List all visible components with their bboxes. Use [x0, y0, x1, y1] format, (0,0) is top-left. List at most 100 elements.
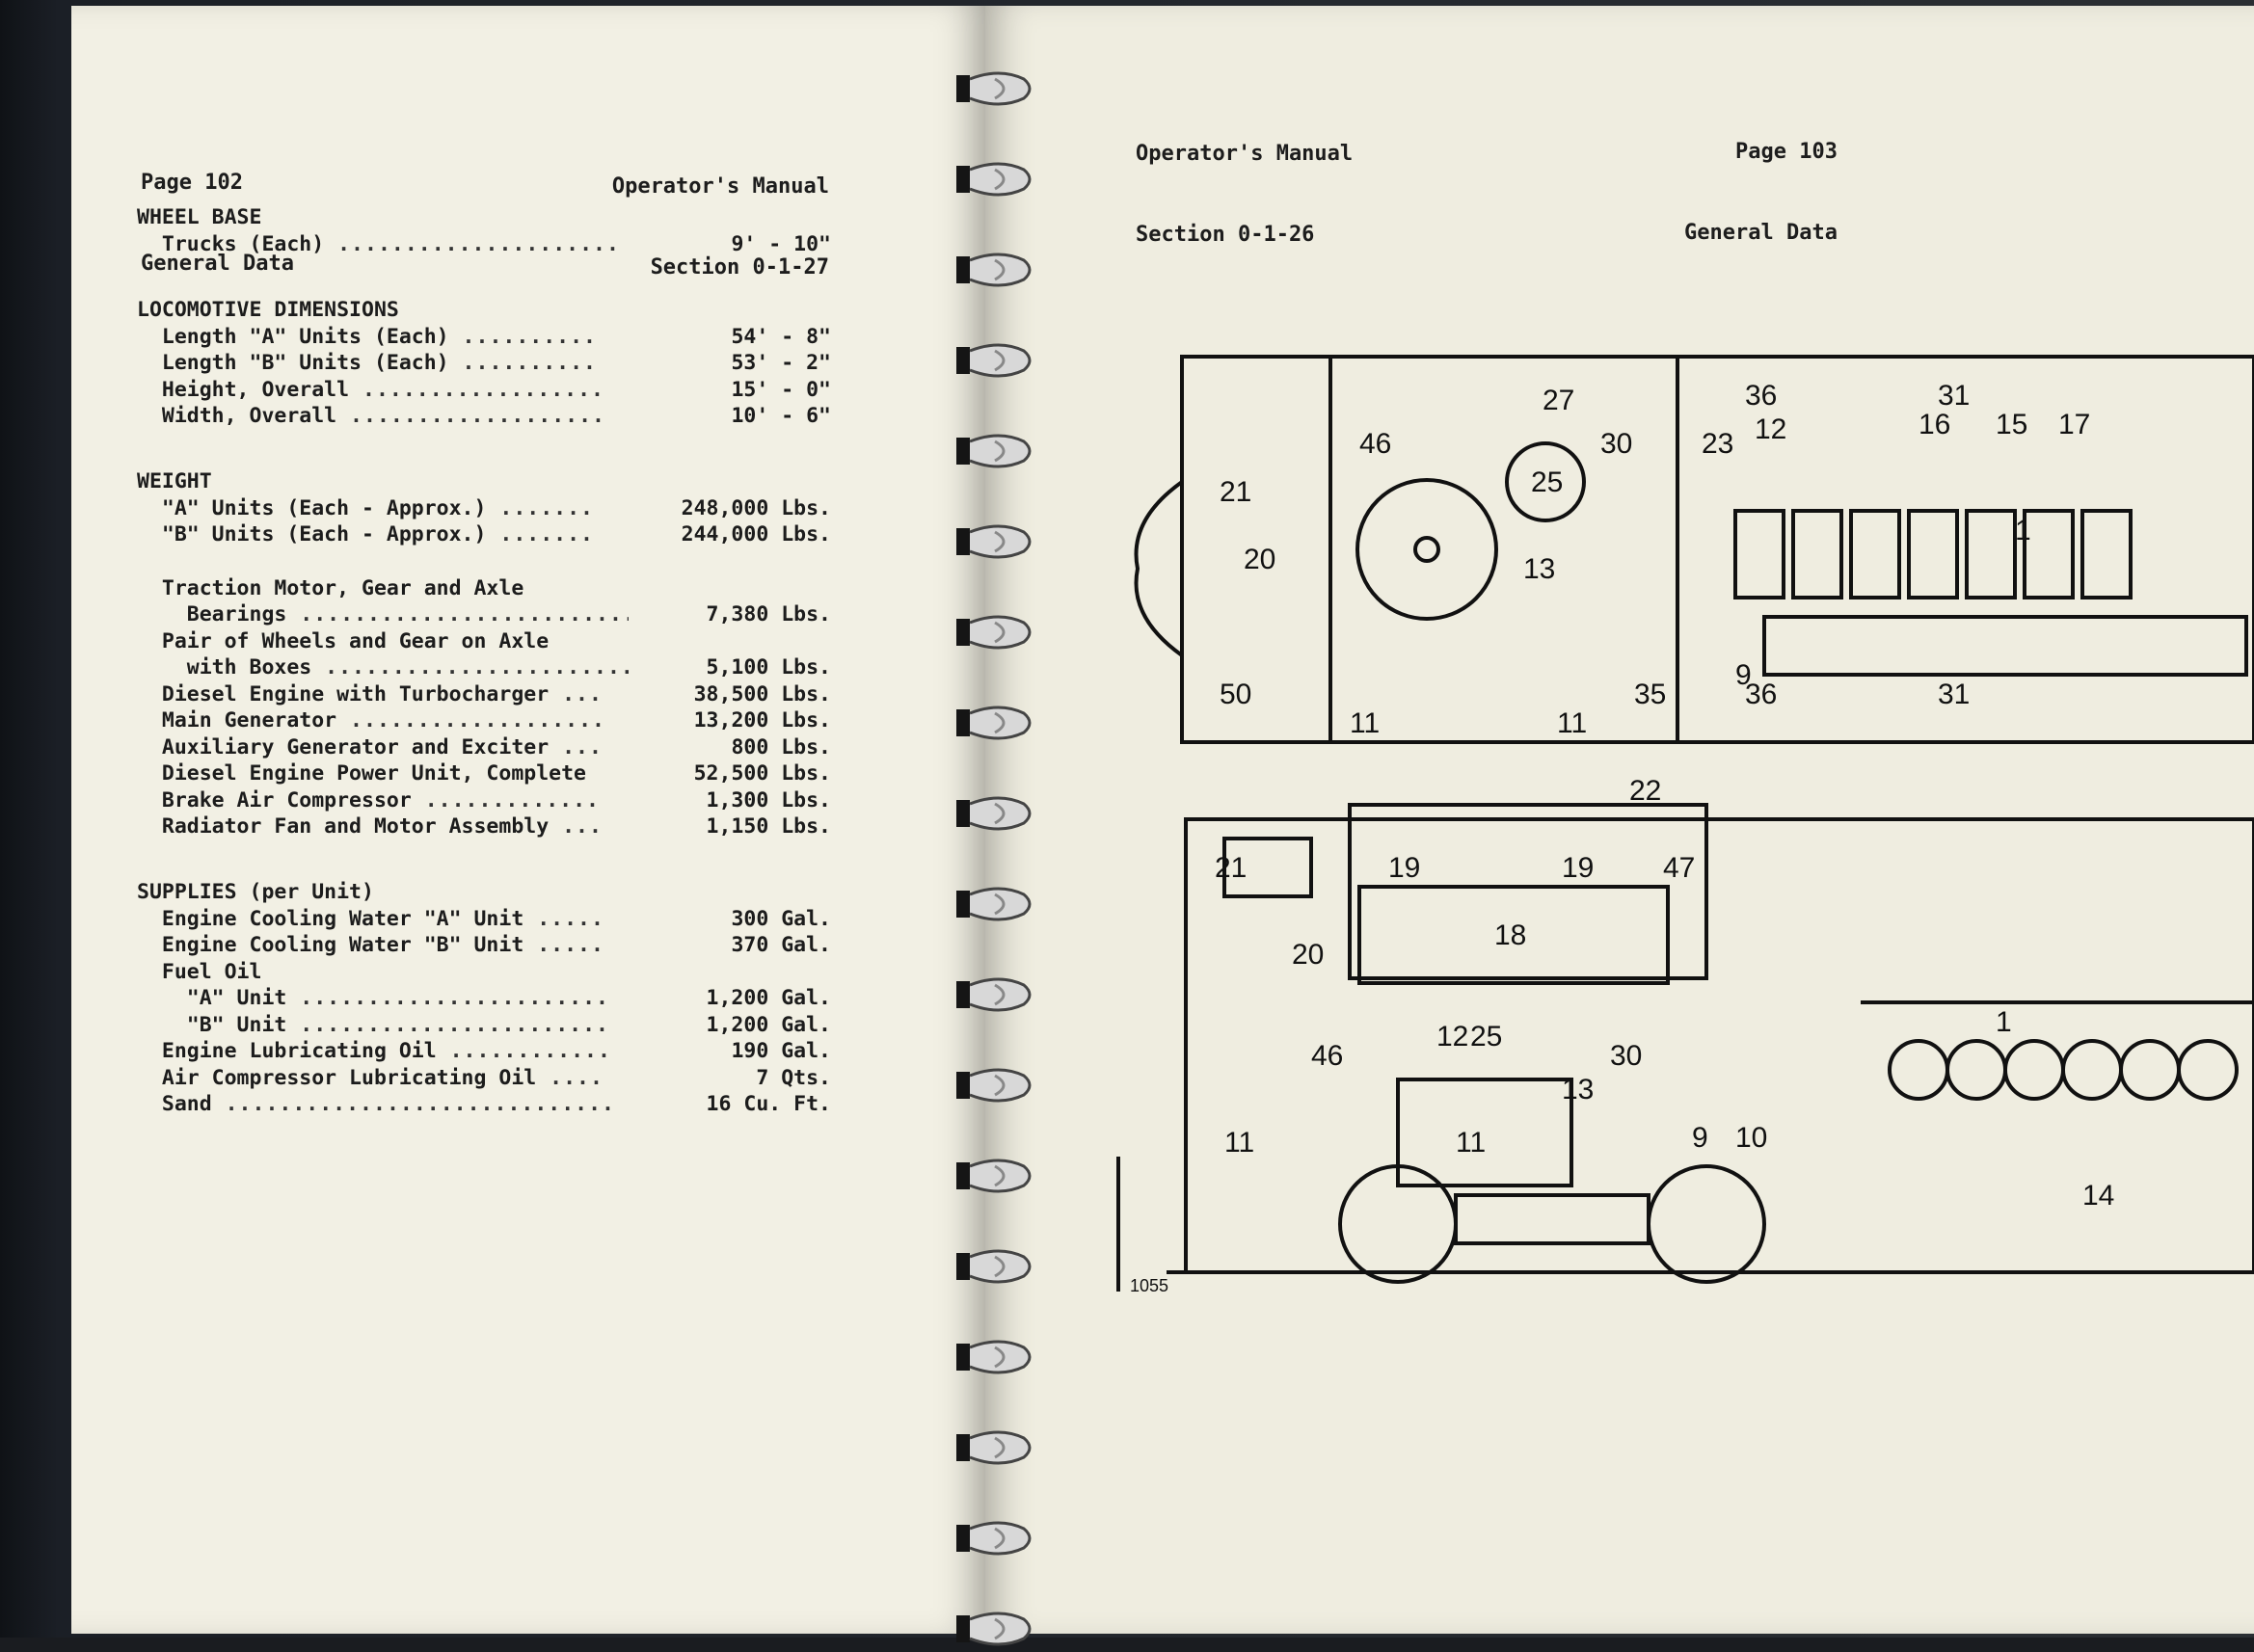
plan-callout: 36	[1745, 380, 1777, 412]
plan-callout: 50	[1220, 679, 1251, 710]
right-page-section-name: General Data	[1684, 221, 1838, 245]
elevation-callout: 14	[2082, 1180, 2114, 1212]
truck-assembly	[1338, 1164, 1766, 1284]
data-row: Main Generator ...................13,200…	[137, 708, 831, 733]
elevation-callout: 21	[1215, 852, 1247, 884]
data-row: Height, Overall ..................15' - …	[137, 377, 831, 402]
data-row: "B" Units (Each - Approx.) .......244,00…	[137, 522, 831, 546]
data-row: Length "A" Units (Each) ..........54' - …	[137, 324, 831, 349]
binding-ring	[956, 704, 1043, 742]
left-manual-title: Operator's Manual	[611, 174, 829, 199]
binding-ring	[956, 1247, 1043, 1286]
binding-ring	[956, 794, 1043, 833]
elevation-callout: 22	[1629, 775, 1661, 807]
plan-callout: 11	[1350, 707, 1380, 739]
binding-ring	[956, 432, 1043, 470]
data-row: Auxiliary Generator and Exciter ...800 L…	[137, 734, 831, 759]
plan-callout: 27	[1543, 385, 1574, 416]
plan-callout: 23	[1702, 428, 1733, 460]
data-row: Brake Air Compressor .............1,300 …	[137, 787, 831, 813]
elevation-callout: 11	[1224, 1127, 1254, 1159]
elevation-callout: 19	[1388, 852, 1420, 884]
plan-callout: 31	[1938, 380, 1970, 412]
data-row: Width, Overall ...................10' - …	[137, 404, 831, 428]
right-page-number: Page 103	[1735, 140, 1838, 164]
left-page-number: Page 102	[141, 171, 243, 195]
binding-ring	[956, 251, 1043, 289]
elevation-callout: 12	[1436, 1021, 1468, 1052]
general-data-list: WHEEL BASE Trucks (Each) ...............…	[137, 204, 831, 1118]
binding-ring	[956, 1066, 1043, 1105]
data-row: Length "B" Units (Each) ..........53' - …	[137, 351, 831, 375]
data-row: Fuel Oil	[137, 959, 262, 984]
plan-callout: 21	[1220, 476, 1251, 508]
plan-callout: 46	[1359, 428, 1391, 460]
plan-callout: 31	[1938, 679, 1970, 710]
plan-callout: 30	[1600, 428, 1632, 460]
engine-cylinders-plan	[1733, 509, 2133, 600]
binding-ring	[956, 160, 1043, 199]
plan-callout: 20	[1244, 544, 1275, 575]
binding-ring	[956, 1610, 1043, 1648]
data-row: Radiator Fan and Motor Assembly ...1,150…	[137, 814, 831, 839]
binding-ring	[956, 341, 1043, 380]
plan-callout: 17	[2058, 409, 2090, 440]
data-row: Engine Cooling Water "A" Unit .....300 G…	[137, 906, 831, 931]
plan-cab-nose	[1134, 480, 1184, 657]
elevation-callout: 11	[1456, 1127, 1486, 1159]
binding-ring	[956, 69, 1043, 108]
binding-ring	[956, 1157, 1043, 1195]
data-row: Traction Motor, Gear and Axle	[137, 575, 524, 600]
right-header-page-info: Page 103 General Data	[1591, 85, 1838, 274]
data-row: with Boxes .......................5,100 …	[137, 655, 831, 679]
elevation-callout: 9	[1692, 1122, 1708, 1154]
right-header-manual-info: Operator's Manual Section 0-1-26	[1136, 87, 1353, 276]
right-manual-title: Operator's Manual	[1136, 142, 1354, 166]
binding-ring	[956, 522, 1043, 561]
plan-view-body	[1180, 355, 2254, 744]
plan-callout: 16	[1919, 409, 1950, 440]
elevation-callout: 25	[1470, 1021, 1502, 1052]
data-row: Engine Lubricating Oil ............190 G…	[137, 1039, 831, 1063]
elevation-callout: 1	[1996, 1006, 2012, 1038]
plan-callout: 12	[1755, 413, 1786, 445]
plan-callout: 15	[1996, 409, 2027, 440]
binding-ring	[956, 1338, 1043, 1376]
figure-id: 1055	[1130, 1276, 1168, 1292]
elevation-callout: 18	[1494, 919, 1526, 951]
radiator-fan	[1355, 478, 1498, 621]
data-row: Air Compressor Lubricating Oil ....7 Qts…	[137, 1065, 831, 1090]
data-row: "A" Units (Each - Approx.) .......248,00…	[137, 495, 831, 520]
plan-callout: 1	[2015, 515, 2031, 546]
data-row: Engine Cooling Water "B" Unit .....370 G…	[137, 933, 831, 957]
binding-ring	[956, 613, 1043, 652]
plan-callout: 35	[1634, 679, 1666, 710]
binding-ring	[956, 885, 1043, 923]
plan-callout: 25	[1531, 466, 1563, 498]
plan-callout: 9	[1735, 659, 1752, 691]
locomotive-diagram: 27 30 36 31 46 25 23 12 16 15 17 21 1 20 13 9 50 11 11 35 36…	[1116, 355, 2254, 1292]
elevation-callout: 30	[1610, 1040, 1642, 1072]
left-manual-section: Section 0-1-27	[650, 255, 829, 280]
data-row: Sand .............................16 Cu.…	[137, 1092, 831, 1116]
elevation-callout: 13	[1562, 1074, 1594, 1106]
plan-callout: 11	[1557, 707, 1587, 739]
section-title-weight: WEIGHT	[137, 468, 212, 493]
elevation-callout: 10	[1735, 1122, 1767, 1154]
binding-ring	[956, 975, 1043, 1014]
left-header-manual-info: Operator's Manual Section 0-1-27	[540, 120, 829, 308]
left-page	[71, 6, 985, 1634]
right-manual-section: Section 0-1-26	[1136, 223, 1315, 247]
data-row: "A" Unit .......................1,200 Ga…	[137, 986, 831, 1010]
elevation-callout: 20	[1292, 939, 1324, 971]
plan-callout: 36	[1745, 679, 1777, 710]
data-row: Pair of Wheels and Gear on Axle	[137, 628, 550, 653]
binding-ring	[956, 1428, 1043, 1467]
elevation-callout: 46	[1311, 1040, 1343, 1072]
data-row: "B" Unit .......................1,200 Ga…	[137, 1012, 831, 1037]
engine-cylinders-elevation	[1888, 1039, 2239, 1101]
plan-callout: 13	[1523, 553, 1555, 585]
data-row: Bearings .........................7,380 …	[137, 602, 831, 626]
section-title-wheel-base: WHEEL BASE	[137, 205, 262, 229]
